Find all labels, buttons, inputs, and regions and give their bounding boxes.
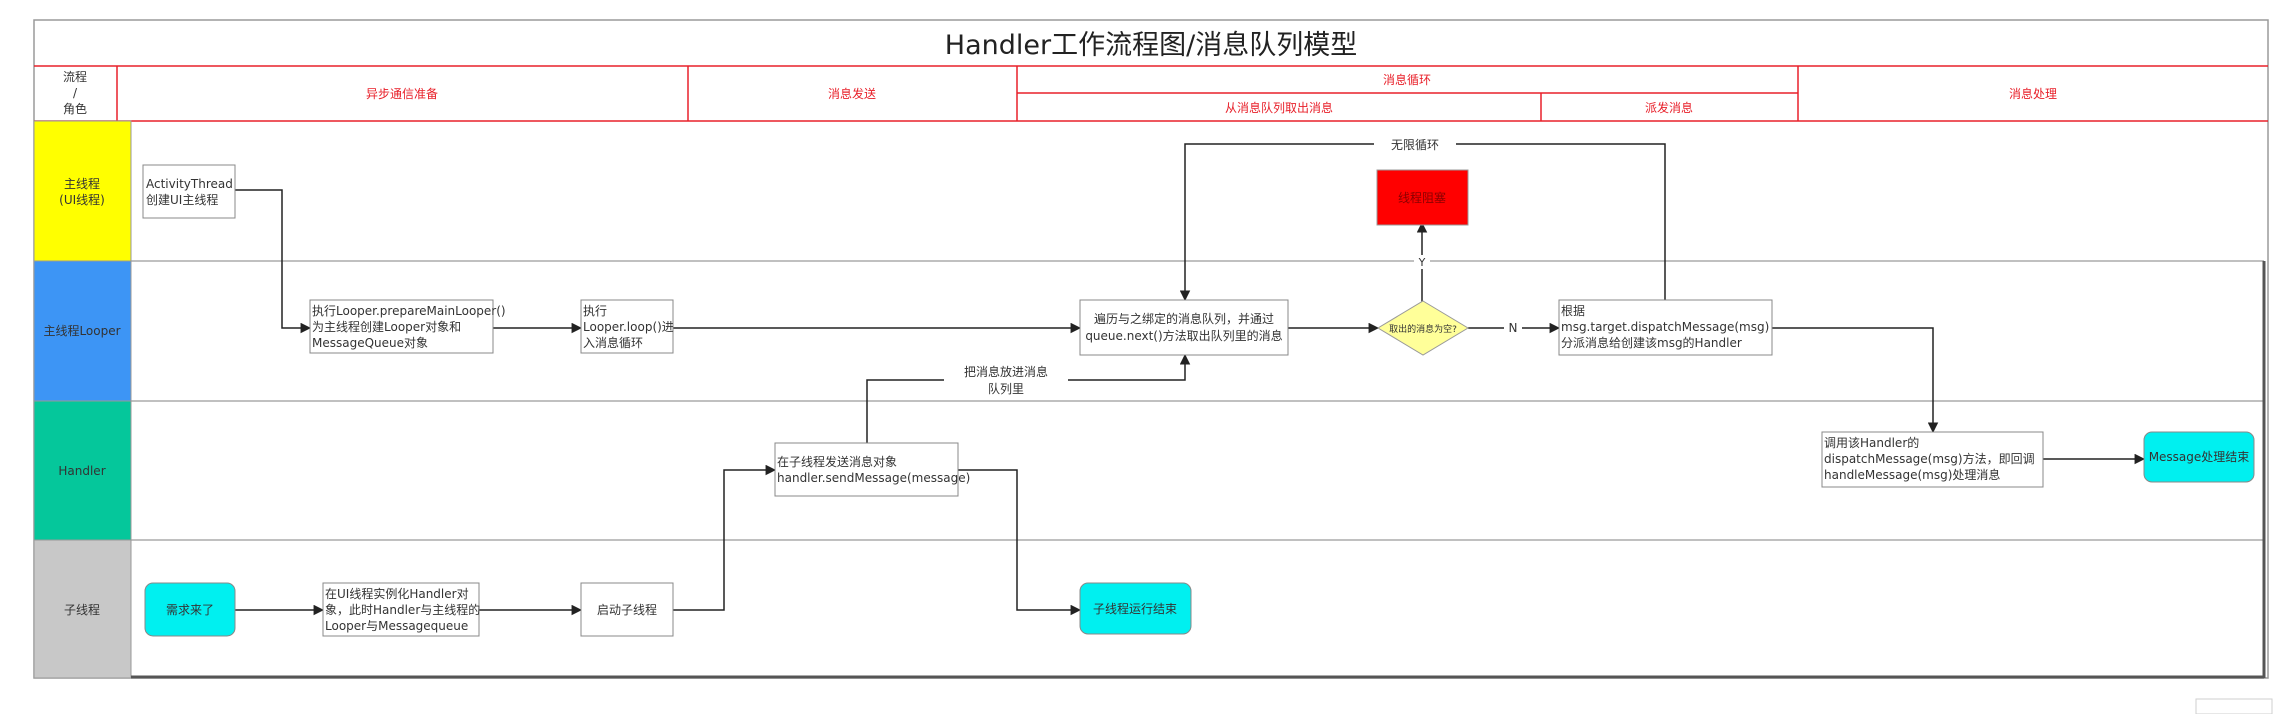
edge-label-bg-enqueue [944,362,1068,398]
header-handle: 消息处理 [2009,86,2057,101]
header-loop: 消息循环 [1383,72,1431,87]
header-dequeue: 从消息队列取出消息 [1225,100,1333,115]
node-child-end[interactable] [1079,582,1192,635]
node-prepare-looper[interactable] [309,299,494,354]
header-dispatch: 派发消息 [1645,100,1693,115]
lane-main-text-2: (UI线程) [59,192,105,207]
node-thread-blocked[interactable] [1376,169,1469,226]
node-instantiate-handler-l1: 在UI线程实例化Handler对 [325,586,469,601]
edge-label-infinite-loop: 无限循环 [1391,138,1439,152]
lane-main-label [33,120,132,262]
node-decision-empty[interactable] [1377,300,1469,356]
node-decision-text: 取出的消息为空? [1389,323,1457,335]
node-dispatch-message-l2: msg.target.dispatchMessage(msg) [1561,320,1769,334]
edge-label-bg-loop [1374,135,1456,153]
node-send-message-l1: 在子线程发送消息对象 [777,454,897,469]
node-send-message-l2: handler.sendMessage(message) [777,471,970,485]
header-grid [34,65,2268,122]
node-dispatch-message-l1: 根据 [1561,304,1585,318]
node-activity-thread-l1: ActivityThread [146,177,233,191]
node-start-child-thread-text: 启动子线程 [597,602,657,617]
node-handler-call-l1: 调用该Handler的 [1824,435,1919,450]
header-async-prep: 异步通信准备 [366,87,438,101]
node-looper-loop[interactable] [580,299,674,354]
edge-label-bg-no [1504,320,1522,336]
node-handler-call[interactable] [1821,431,2044,488]
node-instantiate-handler-l3: Looper与Messagequeue [325,619,468,633]
lane-handler-label [33,400,132,541]
node-need-arrives-text: 需求来了 [166,603,214,617]
node-dispatch-message[interactable] [1558,299,1773,356]
node-instantiate-handler[interactable] [322,582,480,637]
lane-looper-label [33,260,132,402]
node-message-end-text: Message处理结束 [2149,450,2250,464]
edge-label-no: N [1509,321,1518,335]
node-child-end-text: 子线程运行结束 [1093,601,1177,616]
node-activity-thread[interactable] [142,164,236,219]
header-corner-line2: / [73,86,78,100]
node-activity-thread-l2: 创建UI主线程 [146,192,218,207]
header-send: 消息发送 [828,86,876,101]
lane-separators [131,260,2264,541]
node-looper-loop-l2: Looper.loop()进 [583,320,674,334]
edge-label-enqueue-2: 队列里 [988,381,1024,396]
edge-label-yes: Y [1418,256,1426,269]
node-prepare-looper-l1: 执行Looper.prepareMainLooper() [312,304,506,318]
header-corner-line3: 角色 [63,102,87,116]
diagram-title: Handler工作流程图/消息队列模型 [945,30,1357,61]
lane-main-text-1: 主线程 [64,176,100,191]
node-traverse-queue[interactable] [1079,299,1289,356]
node-need-arrives[interactable] [144,582,236,637]
node-traverse-queue-l1: 遍历与之绑定的消息队列，并通过 [1094,311,1274,326]
edge-label-enqueue-1: 把消息放进消息 [964,364,1048,379]
node-handler-call-l2: dispatchMessage(msg)方法，即回调 [1824,451,2035,466]
node-prepare-looper-l2: 为主线程创建Looper对象和 [312,319,461,334]
lane-handler-text: Handler [58,464,105,478]
node-handler-call-l3: handleMessage(msg)处理消息 [1824,467,2000,482]
node-instantiate-handler-l2: 象，此时Handler与主线程的 [325,602,480,617]
lane-child-label [33,539,132,679]
node-thread-blocked-text: 线程阻塞 [1398,190,1446,205]
lane-looper-text: 主线程Looper [43,323,120,338]
lane-child-text: 子线程 [64,602,100,617]
header-corner-line1: 流程 [63,69,87,84]
node-traverse-queue-l2: queue.next()方法取出队列里的消息 [1085,328,1282,343]
node-send-message[interactable] [774,442,959,497]
node-looper-loop-l3: 入消息循环 [583,335,643,350]
node-looper-loop-l1: 执行 [583,304,607,318]
node-dispatch-message-l3: 分派消息给创建该msg的Handler [1561,335,1742,350]
node-start-child-thread[interactable] [580,582,674,637]
node-message-end[interactable] [2143,431,2255,483]
edge-label-bg-yes [1414,255,1430,269]
node-prepare-looper-l3: MessageQueue对象 [312,336,428,350]
corner-widget [2195,698,2273,714]
